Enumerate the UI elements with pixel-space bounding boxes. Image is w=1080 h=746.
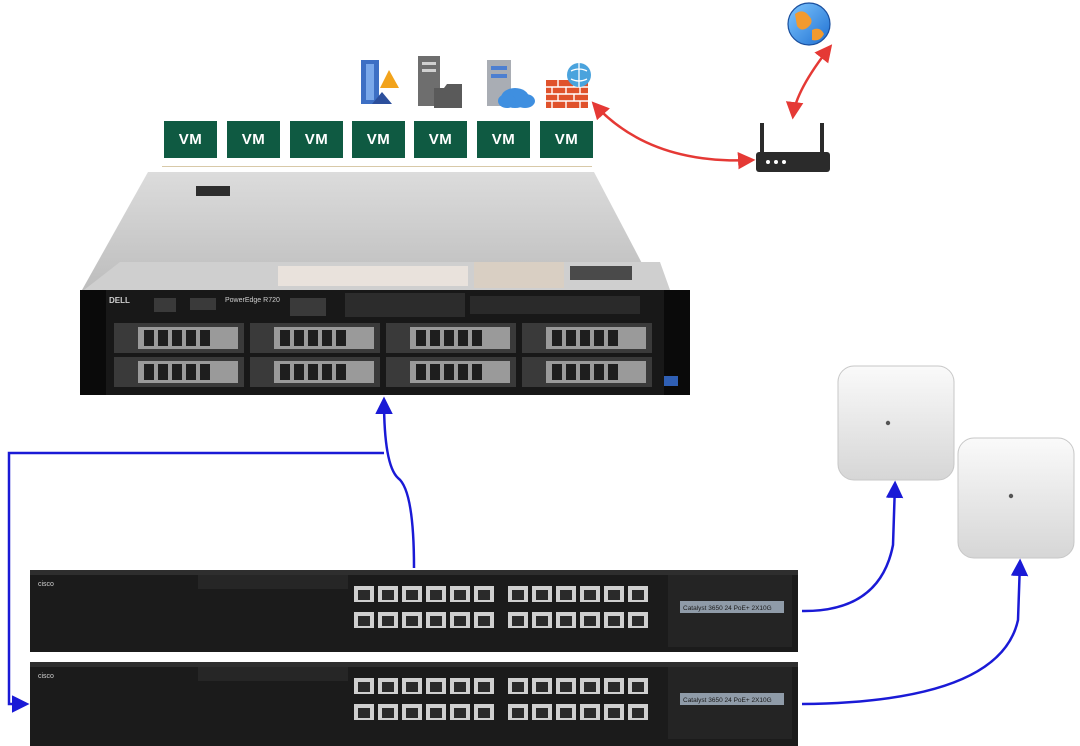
internet-globe-icon — [787, 2, 831, 46]
directory-server-icon — [361, 60, 399, 104]
server-drive-bays — [114, 323, 652, 387]
vm-box-1: VM — [164, 121, 217, 158]
vm-box-3: VM — [290, 121, 343, 158]
file-server-icon — [418, 56, 462, 108]
vm-box-5: VM — [414, 121, 467, 158]
router-icon — [756, 123, 830, 172]
drive-bay — [386, 357, 516, 387]
switch-port-socket — [632, 590, 644, 600]
switch-port-socket — [358, 682, 370, 692]
switch-port-socket — [358, 590, 370, 600]
switch-port-socket — [382, 708, 394, 718]
switch-port-socket — [454, 590, 466, 600]
switch-port-socket — [608, 590, 620, 600]
vm-box-6: VM — [477, 121, 530, 158]
vm-baseline — [162, 166, 592, 167]
server-brand-label: DELL — [109, 296, 130, 305]
switch-port-socket — [478, 590, 490, 600]
switch-port-socket — [430, 708, 442, 718]
switch-port-socket — [632, 708, 644, 718]
switch-port-socket — [584, 682, 596, 692]
drive-bay — [250, 323, 380, 353]
router-to-firewall-link — [591, 101, 756, 170]
switch-port-socket — [560, 708, 572, 718]
switch-2-model-plate — [680, 693, 784, 705]
switch-port-socket — [536, 708, 548, 718]
switch-port-socket — [382, 682, 394, 692]
switch-to-server-link — [375, 396, 416, 569]
vm-box-7: VM — [540, 121, 593, 158]
access-point-1 — [837, 365, 955, 481]
switch-1-to-access-point-1-link — [801, 480, 904, 613]
switch-port-socket — [430, 590, 442, 600]
vm-box-4: VM — [352, 121, 405, 158]
switch-2-brand-label: cisco — [38, 673, 54, 680]
switch-port-socket — [430, 682, 442, 692]
drive-bay — [386, 323, 516, 353]
switch-port-socket — [358, 616, 370, 626]
drive-bay — [114, 357, 244, 387]
switch-1-model-plate — [680, 601, 784, 613]
cloud-server-icon — [487, 60, 535, 108]
switch-port-socket — [454, 708, 466, 718]
switch-port-socket — [584, 708, 596, 718]
switch-port-socket — [632, 682, 644, 692]
switch-1 — [30, 570, 798, 652]
switch-port-socket — [478, 682, 490, 692]
router-to-internet-link — [785, 44, 833, 120]
switch-port-socket — [536, 682, 548, 692]
switch-port-socket — [584, 590, 596, 600]
switch-ports — [354, 586, 648, 720]
drive-bay — [522, 323, 652, 353]
switch-port-socket — [608, 708, 620, 718]
access-point-2 — [957, 437, 1075, 559]
switch-1-model-label: Catalyst 3650 24 PoE+ 2X10G — [683, 605, 772, 612]
switch-port-socket — [406, 682, 418, 692]
switch-2-model-label: Catalyst 3650 24 PoE+ 2X10G — [683, 697, 772, 704]
switch-port-socket — [512, 616, 524, 626]
switch-port-socket — [478, 616, 490, 626]
drive-bay — [114, 323, 244, 353]
switch-port-socket — [512, 708, 524, 718]
switch-port-socket — [358, 708, 370, 718]
switch-port-socket — [406, 616, 418, 626]
switch-port-socket — [382, 616, 394, 626]
switch-port-socket — [430, 616, 442, 626]
server-model-label: PowerEdge R720 — [225, 297, 280, 304]
switch-port-socket — [560, 682, 572, 692]
firewall-icon — [546, 63, 591, 108]
switch-port-socket — [406, 590, 418, 600]
switch-port-socket — [608, 616, 620, 626]
server-to-switch-2-link — [7, 451, 384, 713]
switch-port-socket — [512, 590, 524, 600]
drive-bay — [250, 357, 380, 387]
switch-port-socket — [560, 616, 572, 626]
drive-bay — [522, 357, 652, 387]
switch-port-socket — [382, 590, 394, 600]
switch-port-socket — [632, 616, 644, 626]
switch-port-socket — [560, 590, 572, 600]
switch-port-socket — [454, 682, 466, 692]
switch-port-socket — [536, 590, 548, 600]
switch-port-socket — [512, 682, 524, 692]
switch-port-socket — [608, 682, 620, 692]
vm-box-2: VM — [227, 121, 280, 158]
switch-port-socket — [478, 708, 490, 718]
switch-port-socket — [406, 708, 418, 718]
switch-port-socket — [584, 616, 596, 626]
switch-2-to-access-point-2-link — [801, 558, 1029, 706]
switch-1-brand-label: cisco — [38, 581, 54, 588]
switch-port-socket — [454, 616, 466, 626]
switch-port-socket — [536, 616, 548, 626]
